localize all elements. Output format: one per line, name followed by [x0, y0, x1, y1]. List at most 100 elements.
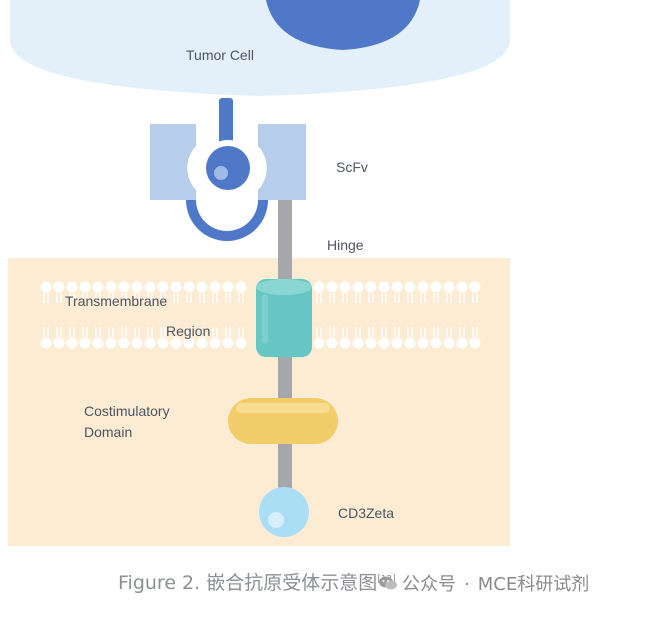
- hinge-label: Hinge: [327, 237, 364, 253]
- lipid-tail: [121, 293, 127, 303]
- lipid-head: [66, 281, 78, 293]
- lipid-tail: [472, 293, 478, 303]
- lipid-tail: [472, 327, 478, 337]
- lipid-tail: [407, 327, 413, 337]
- lipid-head: [339, 337, 351, 349]
- lipid-tail: [147, 293, 153, 303]
- scfv-label: ScFv: [336, 159, 368, 175]
- lipid-tail: [186, 327, 192, 337]
- lipid-head: [469, 281, 481, 293]
- lipid-head: [183, 337, 195, 349]
- lipid-tail: [199, 293, 205, 303]
- transmembrane-region: [256, 279, 312, 357]
- lipid-head: [313, 281, 325, 293]
- lipid-tail: [329, 293, 335, 303]
- lipid-tail: [212, 293, 218, 303]
- lipid-head: [92, 281, 104, 293]
- lipid-tail: [342, 293, 348, 303]
- lipid-head: [209, 281, 221, 293]
- lipid-tail: [173, 293, 179, 303]
- lipid-head: [391, 281, 403, 293]
- lipid-tail: [147, 327, 153, 337]
- lipid-tail: [420, 327, 426, 337]
- lipid-tail: [134, 293, 140, 303]
- lipid-tail: [56, 327, 62, 337]
- lipid-tail: [95, 327, 101, 337]
- lipid-tail: [134, 327, 140, 337]
- figure-caption: Figure 2. 嵌合抗原受体示意图[12]: [118, 568, 396, 595]
- costimulatory-label: Costimulatory: [84, 403, 170, 419]
- lipid-head: [352, 337, 364, 349]
- lipid-tail: [238, 327, 244, 337]
- lipid-head: [131, 281, 143, 293]
- lipid-head: [430, 281, 442, 293]
- lipid-head: [40, 337, 52, 349]
- lipid-tail: [160, 293, 166, 303]
- lipid-tail: [355, 327, 361, 337]
- lipid-head: [131, 337, 143, 349]
- lipid-tail: [446, 293, 452, 303]
- lipid-tail: [368, 327, 374, 337]
- lipid-tail: [368, 293, 374, 303]
- lipid-tail: [381, 327, 387, 337]
- lipid-head: [443, 281, 455, 293]
- lipid-head: [378, 337, 390, 349]
- lipid-head: [404, 337, 416, 349]
- lipid-tail: [420, 293, 426, 303]
- lipid-tail: [355, 293, 361, 303]
- lipid-head: [105, 281, 117, 293]
- lipid-tail: [238, 293, 244, 303]
- wechat-icon: [378, 575, 398, 596]
- lipid-head: [196, 337, 208, 349]
- lipid-tail: [433, 327, 439, 337]
- lipid-head: [326, 337, 338, 349]
- lipid-tail: [446, 327, 452, 337]
- lipid-head: [404, 281, 416, 293]
- cd3zeta-domain: [259, 487, 309, 537]
- transmembrane-shine: [262, 294, 268, 344]
- lipid-head: [196, 281, 208, 293]
- watermark-account: 公众号: [402, 574, 456, 595]
- tumor-cell: [10, 0, 510, 96]
- lipid-tail: [225, 327, 231, 337]
- lipid-tail: [69, 293, 75, 303]
- lipid-head: [391, 337, 403, 349]
- watermark-dot: ·: [464, 574, 470, 595]
- lipid-head: [170, 281, 182, 293]
- lipid-head: [235, 337, 247, 349]
- lipid-head: [443, 337, 455, 349]
- lipid-head: [365, 281, 377, 293]
- lipid-tail: [108, 293, 114, 303]
- cd3zeta-label: CD3Zeta: [338, 505, 395, 521]
- lipid-tail: [459, 327, 465, 337]
- transmembrane-region-label: Region: [166, 323, 211, 339]
- lipid-head: [53, 337, 65, 349]
- lipid-head: [157, 337, 169, 349]
- lipid-tail: [69, 327, 75, 337]
- lipid-tail: [394, 293, 400, 303]
- lipid-head: [417, 281, 429, 293]
- lipid-head: [118, 281, 130, 293]
- lipid-tail: [121, 327, 127, 337]
- lipid-head: [144, 281, 156, 293]
- costimulatory-shine: [236, 403, 330, 413]
- lipid-head: [456, 337, 468, 349]
- lipid-tail: [43, 327, 49, 337]
- scfv-linker: [186, 200, 268, 241]
- lipid-head: [66, 337, 78, 349]
- lipid-tail: [82, 293, 88, 303]
- lipid-head: [469, 337, 481, 349]
- lipid-head: [222, 281, 234, 293]
- lipid-tail: [459, 293, 465, 303]
- caption-text: Figure 2. 嵌合抗原受体示意图: [118, 572, 378, 594]
- lipid-head: [430, 337, 442, 349]
- scfv-block: [150, 124, 306, 200]
- antigen: [206, 146, 250, 190]
- lipid-head: [222, 337, 234, 349]
- lipid-tail: [329, 327, 335, 337]
- lipid-tail: [394, 327, 400, 337]
- lipid-bilayer: [40, 281, 481, 349]
- lipid-tail: [316, 327, 322, 337]
- lipid-head: [118, 337, 130, 349]
